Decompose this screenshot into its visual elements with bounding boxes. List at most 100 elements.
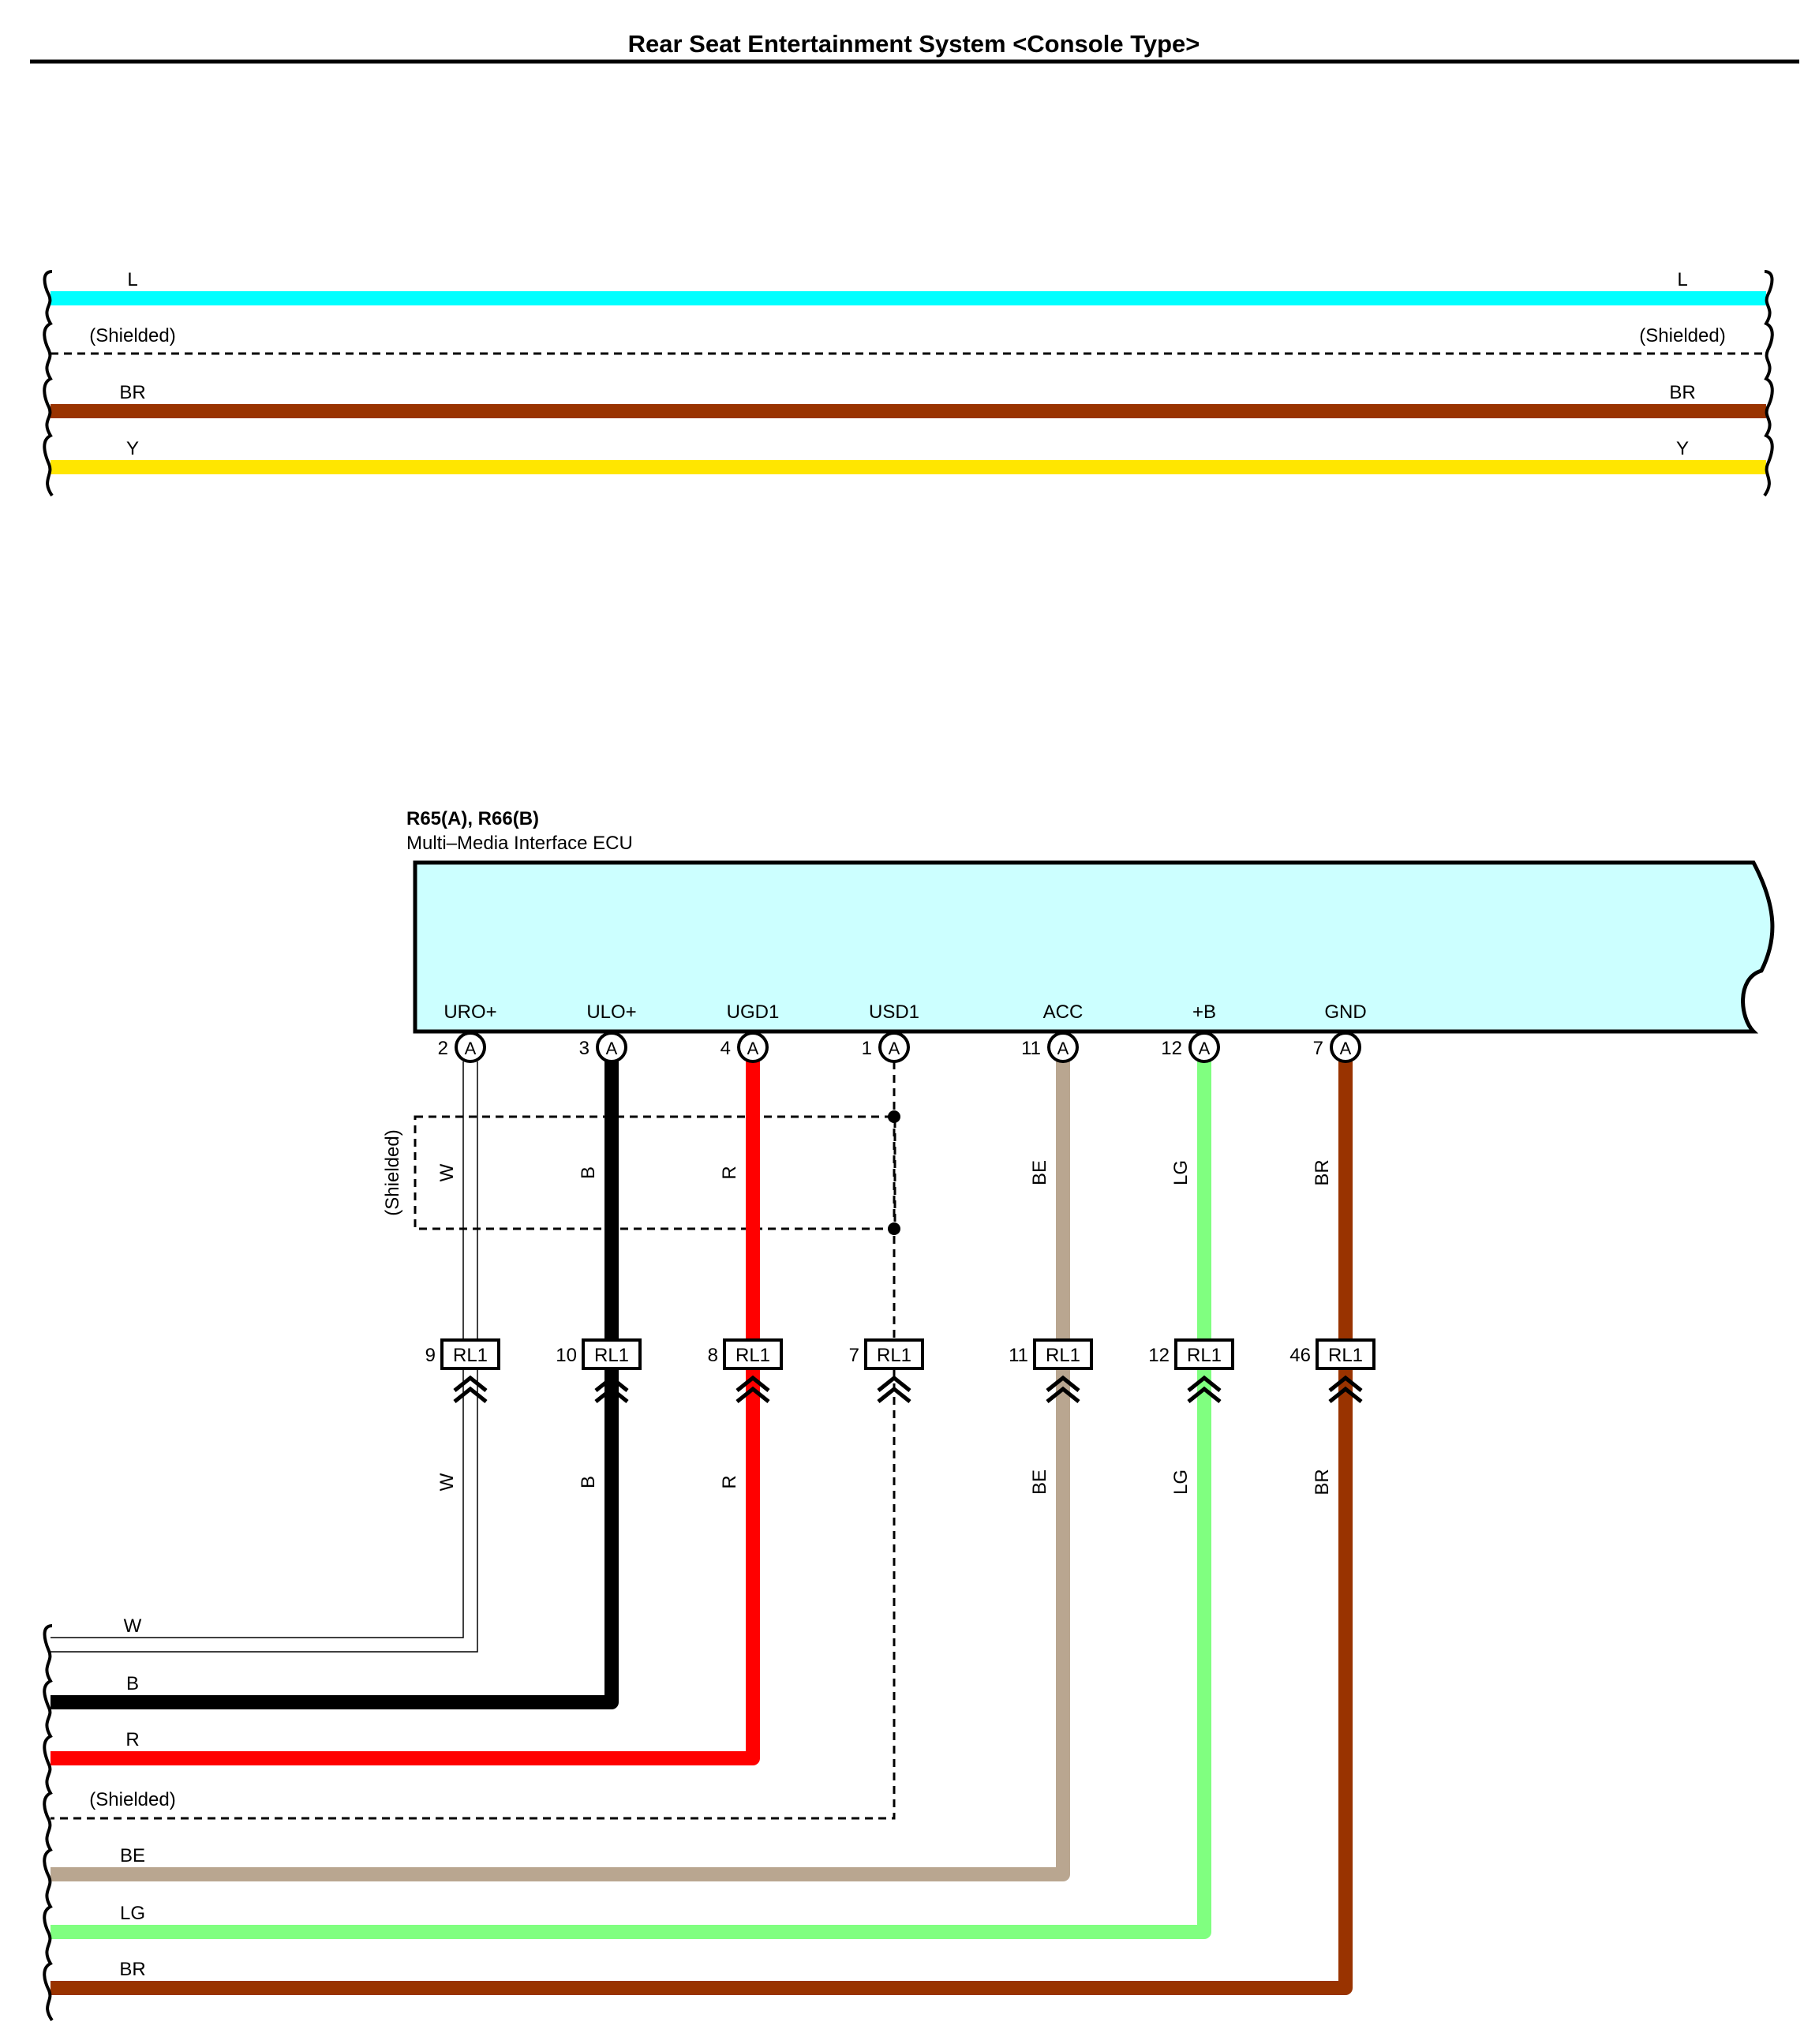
inline-connector-box [1033,1338,1093,1370]
wire-be [51,1061,1070,1881]
terminal-pin-number: 11 [1021,1038,1041,1059]
ecu-connector-ids: R65(A), R66(B) [406,808,539,829]
bus-wire-label: BE [120,1845,145,1866]
terminal-connector-letter: A [1340,1039,1352,1058]
terminal-pin-circle [1047,1031,1079,1063]
inline-connector-pin: 46 [1289,1345,1311,1366]
inline-connector-box [723,1338,783,1370]
ecu-name: Multi–Media Interface ECU [406,833,633,854]
wire-color-label-upper: LG [1170,1160,1192,1185]
top-wire-br-left-label: BR [119,382,145,403]
terminal-connector-letter: A [606,1039,618,1058]
terminal-pin-number: 3 [579,1038,589,1059]
terminal-pin-number: 1 [862,1038,872,1059]
inline-connector-pin: 10 [556,1345,577,1366]
terminal-pin-circle [1330,1031,1361,1063]
top-wire-y-right-label: Y [1676,438,1689,459]
wire-color-label-lower: W [436,1473,458,1491]
terminal-connector-letter: A [1057,1039,1069,1058]
terminal-pin-circle [455,1031,486,1063]
inline-connector-box [1174,1338,1234,1370]
terminal-pin-number: 4 [720,1038,731,1059]
terminal-pin-circle [737,1031,769,1063]
connector-chevron-icon [1046,1375,1080,1403]
terminal-connector-letter: A [1199,1039,1211,1058]
shield-junction-dot [888,1222,900,1235]
wire-color-label-upper: R [719,1166,740,1179]
inline-connector-pin: 11 [1009,1345,1028,1366]
terminal-signal-label: URO+ [444,1001,496,1023]
inline-connector-name: RL1 [594,1345,629,1366]
ecu-box [413,860,1775,1034]
wire-color-label-lower: BE [1029,1469,1050,1495]
terminal-connector-letter: A [889,1039,900,1058]
shield-box-label: (Shielded) [382,1129,403,1215]
inline-connector-box [440,1338,500,1370]
page-title: Rear Seat Entertainment System <Console … [628,30,1200,58]
terminal-pin-circle [1188,1031,1220,1063]
inline-connector-name: RL1 [735,1345,770,1366]
wire-color-label-upper: BE [1029,1160,1050,1185]
inline-connector-box [1316,1338,1375,1370]
wire-color-label-lower: R [719,1475,740,1488]
terminal-connector-letter: A [747,1039,759,1058]
inline-connector-pin: 7 [849,1345,859,1366]
inline-connector-name: RL1 [1046,1345,1080,1366]
top-left-break-symbol [43,270,54,497]
wire-r [51,1061,760,1765]
wire-lg [51,1061,1211,1939]
terminal-signal-label: GND [1324,1001,1366,1023]
top-wire-l-left-label: L [127,269,137,290]
inline-connector-pin: 9 [425,1345,436,1366]
terminal-signal-label: UGD1 [727,1001,780,1023]
wire-b [51,1061,619,1709]
inline-connector-name: RL1 [877,1345,911,1366]
inline-connector-name: RL1 [1328,1345,1363,1366]
terminal-pin-number: 2 [438,1038,448,1059]
terminal-pin-circle [596,1031,627,1063]
inline-connector-box [582,1338,642,1370]
terminal-signal-label: ULO+ [586,1001,636,1023]
wire-shielded [51,1061,896,1820]
shield-junction-dot [888,1110,900,1123]
terminal-signal-label: USD1 [869,1001,919,1023]
bus-wire-label: BR [119,1959,145,1980]
terminal-connector-letter: A [465,1039,477,1058]
shield-box [414,1115,896,1230]
top-wire-l-right-label: L [1677,269,1687,290]
top-wire-br-right-label: BR [1669,382,1695,403]
wire-color-label-lower: LG [1170,1469,1192,1495]
bus-wire-label: LG [120,1903,145,1924]
connector-chevron-icon [877,1375,911,1403]
connector-chevron-icon [1187,1375,1222,1403]
wire-br [51,1061,1353,1995]
connector-chevron-icon [594,1375,629,1403]
terminal-signal-label: +B [1192,1001,1216,1023]
wire-w-outline [51,1061,478,1653]
top-wire-bundle: L L (Shielded) (Shielded) BR BR Y Y [43,269,1774,497]
bus-wire-label: B [126,1673,139,1694]
bottom-left-break-symbol [43,1624,54,2022]
wire-color-label-lower: BR [1312,1469,1333,1495]
terminal-pin-circle [878,1031,910,1063]
bus-wire-label: R [125,1729,139,1750]
wire-color-label-lower: B [578,1476,599,1488]
inline-connector-box [864,1338,924,1370]
inline-connector-name: RL1 [1187,1345,1222,1366]
top-wire-shield-right-label: (Shielded) [1639,325,1725,346]
wire-color-label-upper: BR [1312,1159,1333,1185]
top-wire-y-left-label: Y [126,438,139,459]
connector-chevron-icon [1328,1375,1363,1403]
bus-wire-label: W [124,1615,142,1637]
inline-connector-pin: 12 [1148,1345,1170,1366]
top-wire-shield-left-label: (Shielded) [89,325,175,346]
top-right-break-symbol [1763,270,1774,497]
wire-color-label-upper: B [578,1166,599,1179]
